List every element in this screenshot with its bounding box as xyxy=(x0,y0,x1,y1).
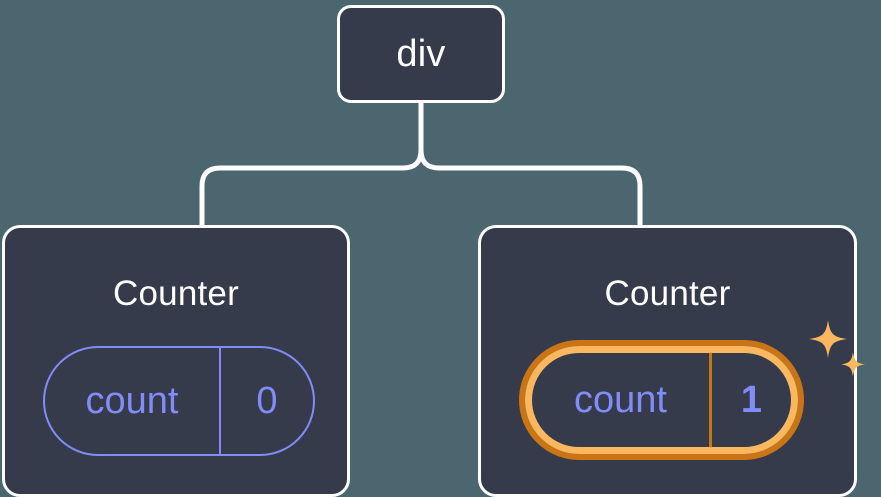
sparkle-group xyxy=(809,320,865,377)
card-counter-left-title: Counter xyxy=(113,274,239,313)
state-pill-value-left: 0 xyxy=(256,380,278,422)
state-pill-key-left: count xyxy=(45,348,221,454)
edge-root-to-left xyxy=(199,100,424,228)
sparkle-small-icon xyxy=(841,352,865,377)
card-counter-left[interactable]: Counter count 0 xyxy=(2,225,350,497)
state-pill-inner-ring: count 1 xyxy=(525,346,798,454)
state-pill-value-right: 1 xyxy=(740,379,763,421)
card-counter-right[interactable]: Counter count 1 xyxy=(478,225,865,497)
sparkle-large-icon xyxy=(809,320,847,358)
state-pill-count-left[interactable]: count 0 xyxy=(43,346,315,456)
edge-root-to-right xyxy=(418,100,643,228)
node-div[interactable]: div xyxy=(337,5,505,103)
node-div-label: div xyxy=(396,33,446,75)
state-pill-count-right-highlighted[interactable]: count 1 xyxy=(519,340,804,460)
state-pill-key-right: count xyxy=(532,353,712,447)
card-counter-right-title: Counter xyxy=(604,274,731,313)
